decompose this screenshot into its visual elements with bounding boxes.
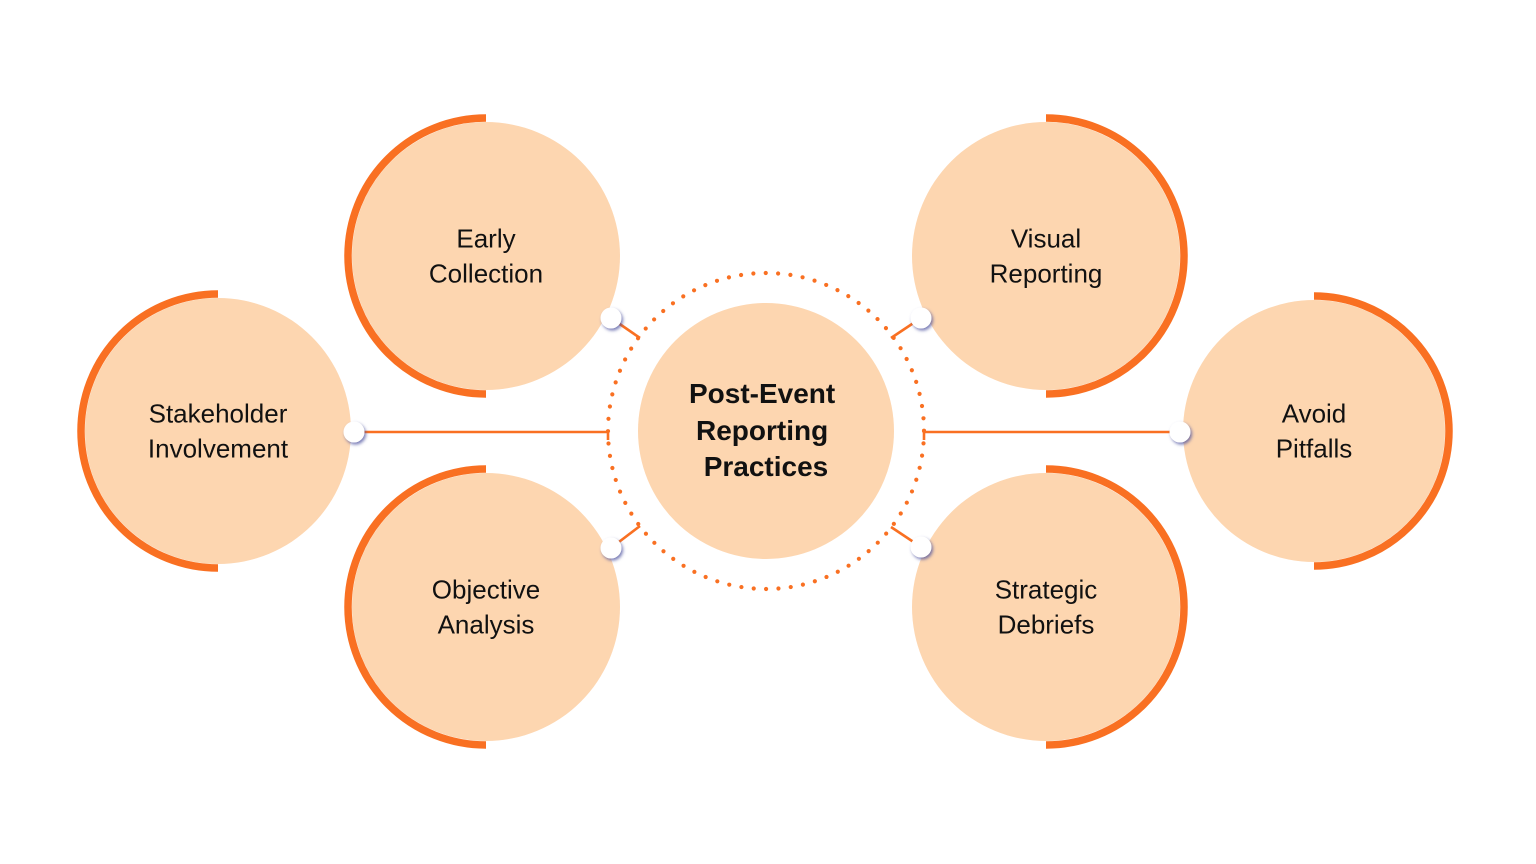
accent-arc: [344, 465, 487, 749]
connector-dot: [600, 307, 622, 329]
node-label-line: Avoid: [1282, 399, 1347, 429]
node-label-line: Early: [456, 224, 515, 254]
node-label-line: Debriefs: [998, 610, 1095, 640]
connector-dot: [910, 307, 932, 329]
node-circle: [352, 122, 620, 390]
node-circle: [352, 473, 620, 741]
accent-arc: [1045, 465, 1188, 749]
center-circle: [638, 303, 894, 559]
dotted-ring: [605, 270, 927, 592]
node-label-line: Reporting: [990, 259, 1103, 289]
accent-arc: [1313, 292, 1453, 570]
node-label-line: Objective: [432, 575, 540, 605]
node-circle: [85, 298, 351, 564]
connector-dot: [600, 537, 622, 559]
node-label-line: Pitfalls: [1276, 434, 1353, 464]
connector-dot: [343, 421, 365, 443]
center-hub: Post-Event Reporting Practices: [605, 270, 927, 592]
node-label-line: Collection: [429, 259, 543, 289]
connector-dots-layer: [343, 307, 1191, 559]
accent-arc: [77, 290, 219, 572]
center-title: Post-Event Reporting Practices: [689, 378, 843, 482]
node-label-line: Visual: [1011, 224, 1081, 254]
connector-dot: [910, 536, 932, 558]
node-circle: [912, 473, 1180, 741]
node-label-line: Strategic: [995, 575, 1098, 605]
node-label-line: Analysis: [438, 610, 535, 640]
center-title-line-2: Reporting: [696, 415, 828, 446]
center-title-line-1: Post-Event: [689, 378, 835, 409]
connector-dot: [1169, 421, 1191, 443]
node-circle: [912, 122, 1180, 390]
accent-arc: [344, 114, 487, 398]
center-title-line-3: Practices: [704, 451, 829, 482]
accent-arc: [1045, 114, 1188, 398]
node-circle: [1183, 300, 1445, 562]
node-label-line: Involvement: [148, 434, 289, 464]
node-label-line: Stakeholder: [149, 399, 288, 429]
